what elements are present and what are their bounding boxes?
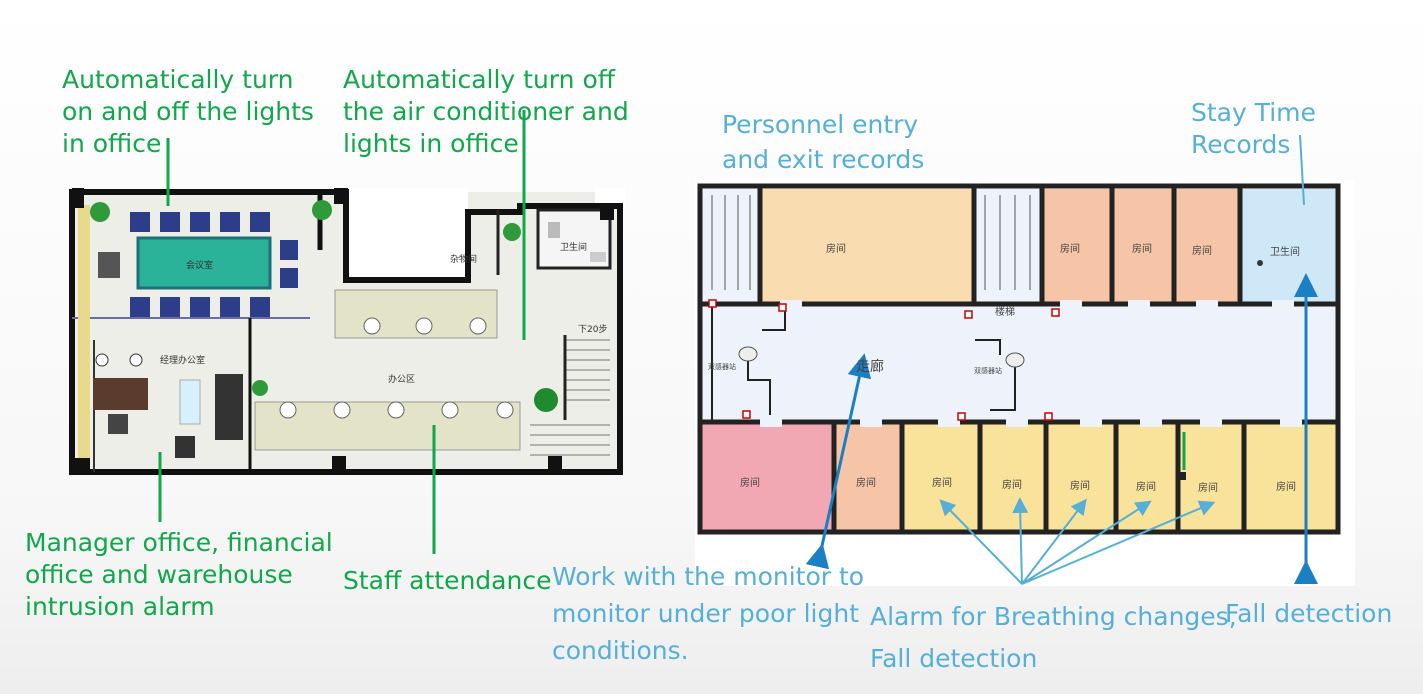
- lights-automation-label: Automatically turn on and off the lights…: [62, 65, 314, 158]
- stairs-label: 楼梯: [995, 307, 1015, 318]
- office-area-label: 办公区: [388, 375, 416, 385]
- restroom-label: 卫生间: [1270, 247, 1300, 258]
- staff-attendance-label: Staff attendance: [343, 566, 552, 595]
- room-label: 房间: [1192, 246, 1212, 257]
- room-label: 房间: [740, 478, 760, 489]
- room-label: 房间: [1136, 482, 1156, 493]
- sensor-label-a: 双感器站: [708, 363, 736, 371]
- room-label: 房间: [826, 244, 846, 255]
- restroom-label: 卫生间: [560, 243, 588, 253]
- stairs-down-label: 下20步: [578, 325, 608, 335]
- breathing-alarm-label: Alarm for Breathing changes, Fall detect…: [870, 602, 1237, 673]
- room-label: 房间: [1198, 483, 1218, 494]
- monitor-label: Work with the monitor to monitor under p…: [552, 562, 865, 665]
- blue-pointers: [805, 134, 1318, 585]
- room-label: 房间: [1070, 481, 1090, 492]
- storage-label: 杂物间: [450, 255, 478, 265]
- ac-automation-label: Automatically turn off the air condition…: [343, 65, 629, 158]
- room-label: 房间: [932, 478, 952, 489]
- sensor-label-b: 双感器站: [974, 367, 1002, 375]
- corridor-label: 走廊: [856, 359, 884, 375]
- office-floor-plan: [69, 188, 625, 475]
- fall-detection-label: Fall detection: [1225, 599, 1393, 628]
- entry-exit-records-label: Personnel entry and exit records: [722, 110, 925, 174]
- room-label: 房间: [1060, 244, 1080, 255]
- room-label: 房间: [856, 478, 876, 489]
- building-floor-plan: [695, 180, 1355, 586]
- intrusion-alarm-label: Manager office, financial office and war…: [25, 528, 333, 621]
- manager-office-label: 经理办公室: [160, 356, 206, 366]
- room-label: 房间: [1276, 482, 1296, 493]
- meeting-room-label: 会议室: [186, 261, 214, 271]
- room-label: 房间: [1132, 244, 1152, 255]
- stay-time-records-label: Stay Time Records: [1191, 98, 1316, 159]
- green-pointers: [158, 110, 526, 554]
- room-label: 房间: [1002, 480, 1022, 491]
